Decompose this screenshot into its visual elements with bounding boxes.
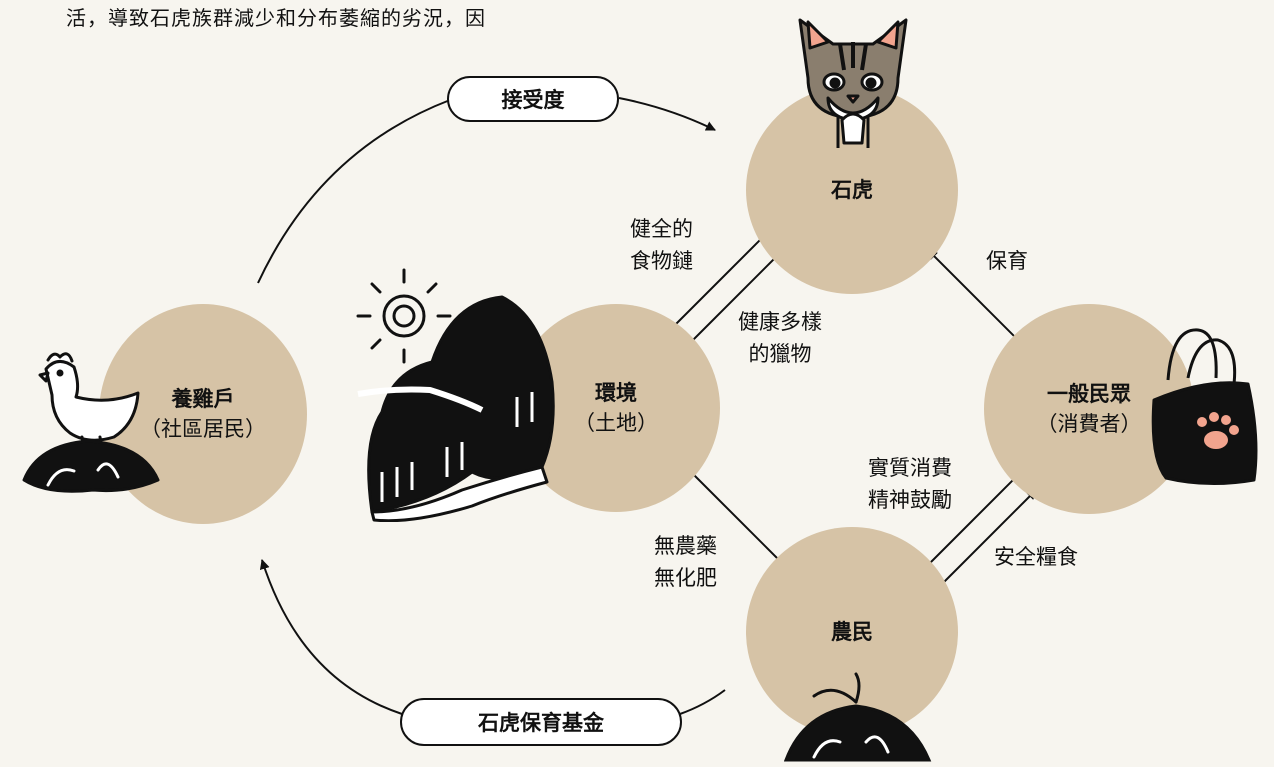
label-conservation: 保育 [986,249,1028,273]
arrow-env-farmers [685,466,785,566]
label-support-line1: 實質消費 [868,456,952,480]
label-prey-line1: 健康多樣 [738,310,822,334]
label-food-chain-line1: 健全的 [630,217,693,241]
mountain-sun-icon [356,268,555,522]
arrow-public-to-farmers [919,472,1021,574]
node-public-title: 一般民眾 [1047,382,1131,406]
label-organic-line2: 無化肥 [654,566,717,590]
label-support-line2: 精神鼓勵 [868,488,952,512]
node-environment-title: 環境 [595,381,637,405]
arrow-cat-public [927,249,1027,349]
node-leopard-cat-title: 石虎 [831,178,873,202]
acceptance-pill: 接受度 [447,76,619,122]
node-environment-subtitle: （土地） [574,411,658,435]
fund-pill: 石虎保育基金 [400,698,682,746]
node-chicken-farmers-subtitle: （社區居民） [140,417,266,441]
node-farmers-title: 農民 [831,620,873,644]
chicken-icon [22,352,160,493]
label-organic-line1: 無農藥 [654,534,717,558]
fund-arc-left [259,559,403,715]
label-organic: 無農藥 無化肥 [654,530,717,594]
label-food-chain-line2: 食物鏈 [630,249,693,273]
label-support: 實質消費 精神鼓勵 [868,452,952,516]
arrow-farmers-to-public [935,489,1037,591]
fund-arc-right [679,689,726,715]
label-safe-food: 安全糧食 [994,545,1078,569]
label-prey: 健康多樣 的獵物 [738,306,822,370]
label-food-chain: 健全的 食物鏈 [630,213,693,277]
leopard-cat-icon [798,18,908,148]
node-farmers: 農民 [746,527,958,737]
acceptance-arc [257,99,451,284]
arrow-cat-to-env [667,231,769,333]
tote-bag-paw-icon [1151,328,1258,486]
arrow-env-to-cat [683,248,785,350]
node-chicken-farmers-title: 養雞戶 [171,387,235,411]
sprout-soil-icon [784,672,932,762]
node-public-subtitle: （消費者） [1036,412,1142,436]
label-prey-line2: 的獵物 [748,342,812,366]
acceptance-arrow [618,97,716,131]
intro-text: 活，導致石虎族群減少和分布萎縮的劣況，因 [66,6,486,30]
